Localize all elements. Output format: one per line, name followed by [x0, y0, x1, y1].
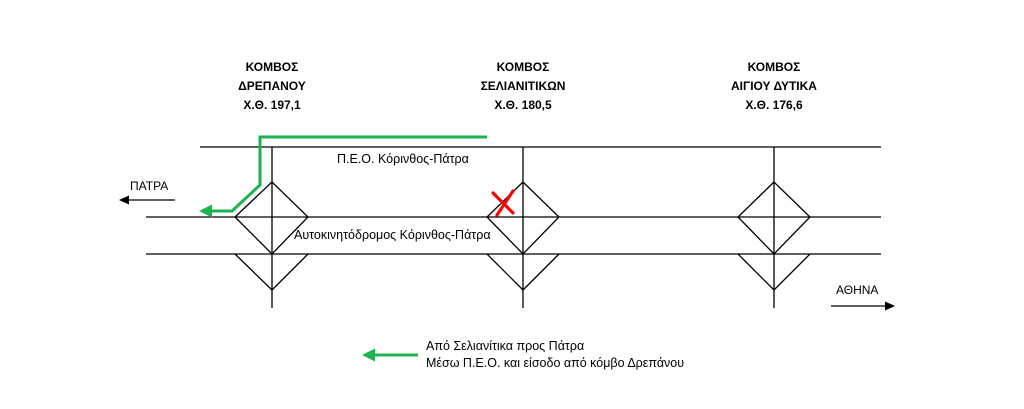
junction-label-drepanou: ΚΟΜΒΟΣ ΔΡΕΠΑΝΟΥ Χ.Θ. 197,1 — [172, 58, 372, 115]
legend-line-1: Από Σελιανίτικα προς Πάτρα — [426, 339, 585, 353]
east-direction-arrow — [831, 301, 895, 311]
east-direction-label: ΑΘΗΝΑ — [836, 283, 879, 297]
junction-aigiou-dytika-drawing — [737, 147, 811, 308]
junction-name: ΑΙΓΙΟΥ ΔΥΤΙΚΑ — [731, 79, 817, 93]
junction-type: ΚΟΜΒΟΣ — [747, 60, 801, 74]
green-arrow-icon — [362, 348, 418, 362]
junction-name: ΣΕΛΙΑΝΙΤΙΚΩΝ — [480, 79, 566, 93]
west-direction-arrow — [119, 195, 175, 205]
junction-km: Χ.Θ. 180,5 — [494, 98, 552, 112]
motorway-label: Αυτοκινητόδρομος Κόρινθος-Πάτρα — [294, 228, 491, 242]
junction-drepanou-drawing — [234, 147, 309, 308]
junction-label-selianitikon: ΚΟΜΒΟΣ ΣΕΛΙΑΝΙΤΙΚΩΝ Χ.Θ. 180,5 — [423, 58, 623, 115]
west-direction-label: ΠΑΤΡΑ — [130, 179, 169, 193]
legend-line-2: Μέσω Π.Ε.Ο. και είσοδο από κόμβο Δρεπάνο… — [426, 356, 685, 370]
junction-label-aigiou-dytika: ΚΟΜΒΟΣ ΑΙΓΙΟΥ ΔΥΤΙΚΑ Χ.Θ. 176,6 — [674, 58, 874, 115]
detour-route-arrow — [199, 135, 487, 218]
junction-type: ΚΟΜΒΟΣ — [245, 60, 299, 74]
legend-text: Από Σελιανίτικα προς Πάτρα Μέσω Π.Ε.Ο. κ… — [426, 338, 684, 372]
junction-km: Χ.Θ. 176,6 — [745, 98, 803, 112]
junction-name: ΔΡΕΠΑΝΟΥ — [238, 79, 306, 93]
junction-type: ΚΟΜΒΟΣ — [496, 60, 550, 74]
red-x-icon — [491, 189, 515, 217]
old-national-road-label: Π.Ε.Ο. Κόρινθος-Πάτρα — [337, 152, 469, 166]
junction-km: Χ.Θ. 197,1 — [243, 98, 301, 112]
junction-selianitikon-drawing — [486, 147, 560, 308]
